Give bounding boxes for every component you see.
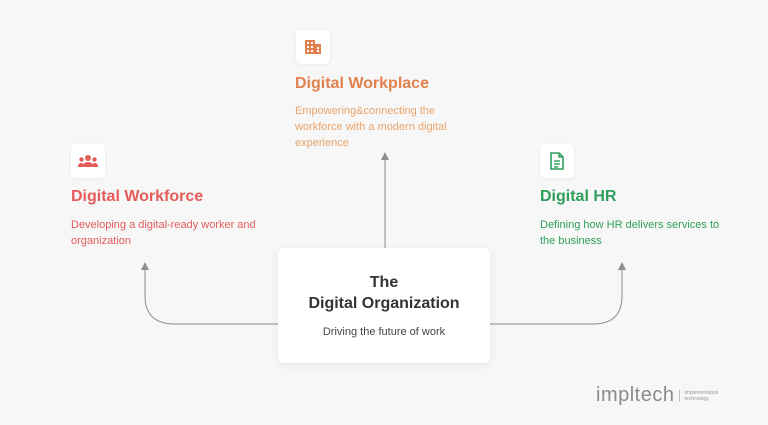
workplace-description: Empowering&connecting the workforce with… xyxy=(295,105,447,149)
arrow-to-workforce xyxy=(141,262,278,325)
workplace-title: Digital Workplace xyxy=(295,75,429,92)
brand-tagline: implementation technology xyxy=(679,389,728,402)
brand-name: impltech xyxy=(596,384,675,406)
hr-description: Defining how HR delivers services to the… xyxy=(540,219,720,247)
workforce-title: Digital Workforce xyxy=(71,188,204,205)
hr-title: Digital HR xyxy=(540,188,617,205)
brand-logo: impltech implementation technology xyxy=(596,384,728,407)
document-icon xyxy=(540,144,574,178)
center-card: The Digital Organization Driving the fut… xyxy=(278,248,490,363)
people-icon xyxy=(71,144,105,178)
building-icon xyxy=(296,30,330,64)
center-title-line2: Digital Organization xyxy=(308,295,460,312)
arrow-to-hr xyxy=(490,262,626,325)
center-subtitle: Driving the future of work xyxy=(322,326,446,338)
center-title-line1: The xyxy=(369,274,399,291)
center-title: The Digital Organization xyxy=(278,272,490,314)
workforce-description: Developing a digital-ready worker and or… xyxy=(71,219,256,247)
